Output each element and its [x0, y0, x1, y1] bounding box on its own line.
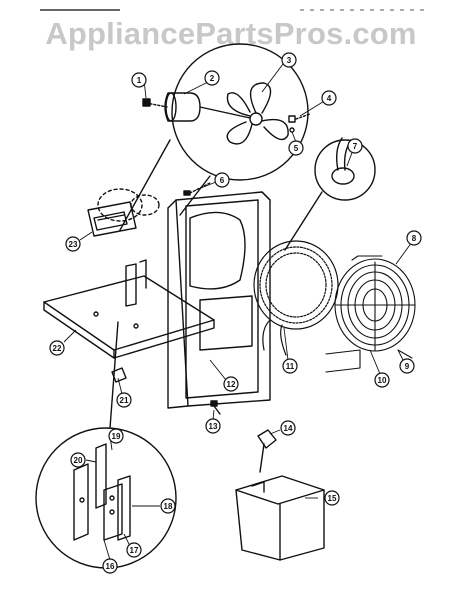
callout-5: 5 [288, 140, 304, 156]
svg-text:19: 19 [112, 432, 121, 441]
svg-text:1: 1 [137, 76, 142, 85]
svg-text:15: 15 [328, 494, 337, 503]
water-bucket [235, 475, 325, 561]
float-switch [257, 429, 277, 473]
callout-6: 6 [214, 172, 230, 188]
motor-fan-detail-circle [142, 43, 311, 181]
svg-text:5: 5 [294, 144, 299, 153]
callout-16: 16 [102, 558, 118, 574]
callout-7: 7 [347, 138, 363, 154]
svg-text:18: 18 [164, 502, 173, 511]
svg-text:14: 14 [284, 424, 293, 433]
base-plate [43, 259, 215, 359]
svg-text:13: 13 [209, 422, 218, 431]
callout-19: 19 [108, 428, 124, 444]
fan-guard [325, 255, 416, 373]
callout-23: 23 [65, 236, 81, 252]
callout-10: 10 [374, 372, 390, 388]
svg-text:8: 8 [412, 234, 417, 243]
callout-12: 12 [223, 376, 239, 392]
svg-text:17: 17 [130, 546, 139, 555]
svg-text:3: 3 [287, 56, 292, 65]
svg-text:4: 4 [327, 94, 332, 103]
svg-text:16: 16 [106, 562, 115, 571]
callout-13: 13 [205, 418, 221, 434]
callout-15: 15 [324, 490, 340, 506]
callout-11: 11 [282, 358, 298, 374]
callout-1: 1 [131, 72, 147, 88]
callout-9: 9 [399, 358, 415, 374]
callout-4: 4 [321, 90, 337, 106]
svg-text:10: 10 [378, 376, 387, 385]
heater-coil [253, 240, 339, 356]
callout-18: 18 [160, 498, 176, 514]
top-edge-marks [0, 0, 462, 11]
control-box [87, 201, 137, 237]
callout-21: 21 [116, 392, 132, 408]
callout-14: 14 [280, 420, 296, 436]
switch-detail-circle [35, 321, 177, 569]
svg-text:6: 6 [220, 176, 225, 185]
motor-mount-ghost [97, 188, 160, 222]
svg-text:20: 20 [74, 456, 83, 465]
svg-text:12: 12 [227, 380, 236, 389]
callout-2: 2 [204, 70, 220, 86]
svg-text:22: 22 [53, 344, 62, 353]
callout-3: 3 [281, 52, 297, 68]
svg-text:23: 23 [69, 240, 78, 249]
callout-20: 20 [70, 452, 86, 468]
svg-text:2: 2 [210, 74, 215, 83]
callout-17: 17 [126, 542, 142, 558]
svg-text:21: 21 [120, 396, 129, 405]
svg-text:7: 7 [353, 142, 358, 151]
mounting-clip [111, 367, 127, 383]
callout-8: 8 [406, 230, 422, 246]
svg-text:9: 9 [405, 362, 410, 371]
callout-22: 22 [49, 340, 65, 356]
svg-text:11: 11 [286, 362, 295, 371]
